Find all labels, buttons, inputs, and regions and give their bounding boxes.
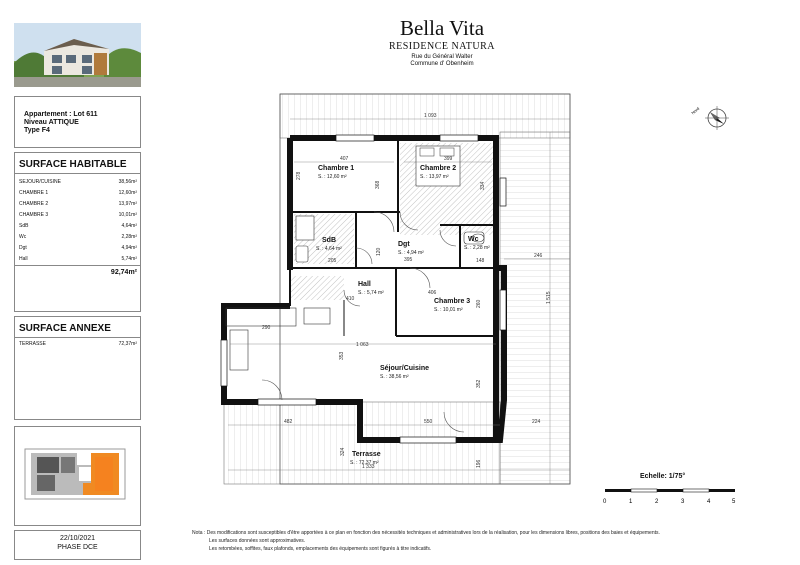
dimension-label: 324 — [340, 447, 346, 456]
apartment-info: Appartement : Lot 611 Niveau ATTIQUE Typ… — [14, 96, 141, 148]
residence-name: RESIDENCE NATURA — [388, 41, 496, 52]
project-commune: Commune d' Obenheim — [410, 61, 474, 67]
room-area: S. : 38,56 m² — [380, 374, 409, 380]
project-name: Bella Vita — [399, 16, 485, 40]
dimension-label: 399 — [444, 156, 453, 162]
room-area: S. : 5,74 m² — [358, 290, 384, 296]
surface-annexe-title: SURFACE ANNEXE — [15, 317, 140, 338]
room-label: Chambre 1 — [318, 165, 354, 172]
room-area: S. : 72,37 m² — [350, 460, 379, 466]
date-phase-box: 22/10/2021 PHASE DCE — [14, 530, 141, 560]
dimension-label: 260 — [476, 299, 482, 308]
building-rendering — [14, 23, 141, 87]
scale-label: Echelle: 1/75° — [640, 473, 686, 480]
room-label: Wc — [468, 236, 479, 243]
room-label: Séjour/Cuisine — [380, 365, 429, 372]
dimension-label: 290 — [262, 325, 271, 331]
dimension-label: 352 — [476, 379, 482, 388]
note-line: Les retombées, soffites, faux plafonds, … — [209, 546, 432, 552]
scale-tick: 1 — [629, 499, 633, 505]
dimension-label: 120 — [376, 247, 382, 256]
room-area: S. : 4,64 m² — [316, 246, 342, 252]
dimension-label: 1 063 — [356, 342, 369, 348]
scale-tick: 3 — [681, 499, 685, 505]
room-label: Terrasse — [352, 451, 381, 458]
surface-habitable-title: SURFACE HABITABLE — [15, 153, 140, 174]
dimension-label: 406 — [428, 290, 437, 296]
dimension-label: 334 — [480, 181, 486, 190]
room-area: S. : 12,60 m² — [318, 174, 347, 180]
dimension-label: 353 — [339, 351, 345, 360]
dimension-label: 395 — [404, 257, 413, 263]
dimension-label: 278 — [296, 171, 302, 180]
plan-date: 22/10/2021 — [59, 535, 96, 542]
dimension-label: 1 515 — [546, 291, 552, 304]
dimension-label: 148 — [476, 258, 485, 264]
room-area: S. : 4,94 m² — [398, 250, 424, 256]
dimension-label: 224 — [532, 419, 541, 425]
room-area: S. : 2,28 m² — [464, 245, 490, 251]
floor-plan: Chambre 1 S. : 12,60 m² Chambre 2 S. : 1… — [220, 93, 571, 485]
room-label: SdB — [322, 237, 336, 244]
dimension-label: 550 — [424, 419, 433, 425]
apartment-type: Type F4 — [24, 127, 50, 134]
project-street: Rue du Général Walter — [411, 54, 473, 60]
plan-phase: PHASE DCE — [57, 544, 98, 551]
dimension-label: 407 — [340, 156, 349, 162]
key-plan — [14, 426, 141, 526]
note-line: Nota : Des modifications sont susceptibl… — [192, 530, 660, 536]
project-title-block: Bella Vita RESIDENCE NATURA Rue du Génér… — [372, 16, 512, 68]
apartment-lot: Appartement : Lot 611 — [24, 111, 98, 118]
room-area: S. : 10,01 m² — [434, 307, 463, 313]
room-area: S. : 13,97 m² — [420, 174, 449, 180]
dimension-label: 1 093 — [424, 113, 437, 119]
scale-tick: 2 — [655, 499, 659, 505]
scale-tick: 4 — [707, 499, 711, 505]
room-label: Chambre 3 — [434, 298, 470, 305]
dimension-label: 410 — [346, 296, 355, 302]
scale-tick: 5 — [732, 499, 736, 505]
dimension-label: 246 — [534, 253, 543, 259]
note-line: Les surfaces données sont approximatives… — [209, 538, 306, 544]
surface-total: 92,74m² — [110, 269, 137, 276]
compass-icon: Nord — [690, 106, 729, 130]
dimension-label: 205 — [328, 258, 337, 264]
room-label: Hall — [358, 281, 371, 288]
dimension-label: 482 — [284, 419, 293, 425]
dimension-label: 1 333 — [362, 464, 375, 470]
apartment-level: Niveau ATTIQUE — [24, 119, 79, 126]
dimension-label: 368 — [375, 180, 381, 189]
disclaimer-note: Nota : Des modifications sont susceptibl… — [192, 529, 660, 553]
compass-label: Nord — [690, 106, 700, 115]
scale-tick: 0 — [603, 499, 607, 505]
room-label: Dgt — [398, 241, 410, 248]
dimension-label: 196 — [476, 459, 482, 468]
room-label: Chambre 2 — [420, 165, 456, 172]
